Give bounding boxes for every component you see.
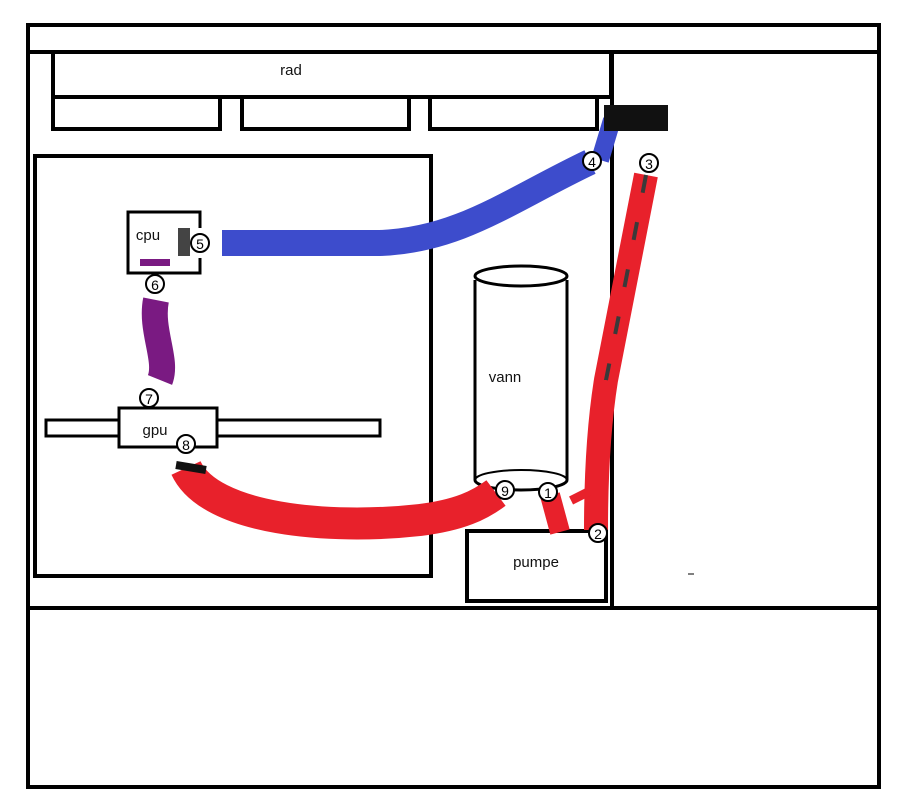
tube-pump-shade: [604, 174, 648, 381]
cpu-outlet-fitting: [178, 228, 190, 256]
gpu-card: gpu: [44, 406, 382, 449]
cpu-block: cpu: [126, 210, 202, 275]
cpu-inlet-fitting: [140, 259, 170, 266]
reservoir: vann: [473, 264, 569, 492]
radiator-label: rad: [280, 62, 302, 79]
marker-6: 6: [145, 274, 165, 294]
marker-5: 5: [190, 233, 210, 253]
svg-text:9: 9: [501, 483, 509, 499]
radiator-fan-1: [51, 95, 222, 131]
gpu-label: gpu: [142, 422, 167, 439]
svg-text:1: 1: [544, 485, 552, 501]
svg-text:2: 2: [594, 526, 602, 542]
svg-text:3: 3: [645, 156, 653, 172]
svg-text:7: 7: [145, 391, 153, 407]
radiator-fan-3: [428, 95, 599, 131]
reservoir-label: vann: [489, 369, 522, 386]
tube-gpu-outlet: [175, 461, 207, 474]
radiator: rad: [51, 50, 613, 131]
svg-text:6: 6: [151, 277, 159, 293]
svg-text:8: 8: [182, 437, 190, 453]
svg-text:4: 4: [588, 154, 596, 170]
marker-8: 8: [176, 434, 196, 454]
marker-2: 2: [588, 523, 608, 543]
marker-7: 7: [139, 388, 159, 408]
marker-3: 3: [639, 153, 659, 173]
pump: pumpe: [465, 529, 608, 603]
cpu-label: cpu: [136, 227, 160, 244]
svg-text:5: 5: [196, 236, 204, 252]
tube-gpu-to-reservoir: [171, 459, 506, 540]
marker-4: 4: [582, 151, 602, 171]
marker-9: 9: [495, 480, 515, 500]
tube-cpu-to-gpu: [141, 297, 176, 385]
pump-label: pumpe: [513, 554, 559, 571]
tube-radiator-to-cpu: [222, 150, 596, 256]
marker-1: 1: [538, 482, 558, 502]
radiator-fan-2: [240, 95, 411, 131]
